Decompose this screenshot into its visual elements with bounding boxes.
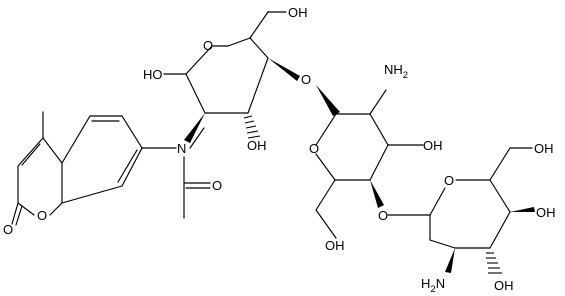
acetamide-group: [141, 127, 211, 219]
ring2-hydroxyl: OH: [423, 138, 443, 153]
amino-subscript-middle: 2: [403, 70, 408, 81]
glycosidic-oxygen-2: O: [378, 208, 388, 223]
ring3-hydroxyl-a: OH: [536, 205, 556, 220]
amino-nh-middle: NH: [384, 62, 403, 77]
coumarin-carbonyl-oxygen: O: [3, 222, 13, 237]
ring-oxygen-bottom: O: [444, 173, 454, 188]
coumarin-ring-oxygen: O: [37, 208, 47, 223]
amide-carbonyl-oxygen: O: [212, 178, 222, 193]
amino-subscript-bottom: 2: [430, 284, 435, 295]
glycosidic-oxygen-1: O: [301, 72, 311, 87]
amino-n-bottom: N: [436, 276, 445, 291]
amide-nitrogen: N: [177, 141, 186, 156]
glucose-ring-1: [163, 11, 300, 143]
ring-oxygen-top: O: [203, 38, 213, 53]
glucosamine-ring-3: [429, 147, 535, 274]
glucosamine-ring-2: [315, 85, 431, 239]
ring1-hydroxyl: OH: [247, 138, 267, 153]
hydroxymethyl-oh-middle: OH: [325, 238, 345, 253]
amino-h-bottom: H: [421, 276, 430, 291]
ring3-hydroxyl-b: OH: [494, 278, 514, 293]
amino-group-bottom: H2N: [421, 276, 445, 295]
ring-oxygen-middle: O: [309, 141, 319, 156]
hydroxymethyl-oh-bottom: OH: [534, 141, 554, 156]
coumarin-ring-system: [11, 111, 143, 226]
hydroxymethyl-oh-top: OH: [288, 5, 308, 20]
anomeric-hydroxyl: HO: [143, 67, 163, 82]
amino-group-middle: NH2: [384, 62, 408, 81]
